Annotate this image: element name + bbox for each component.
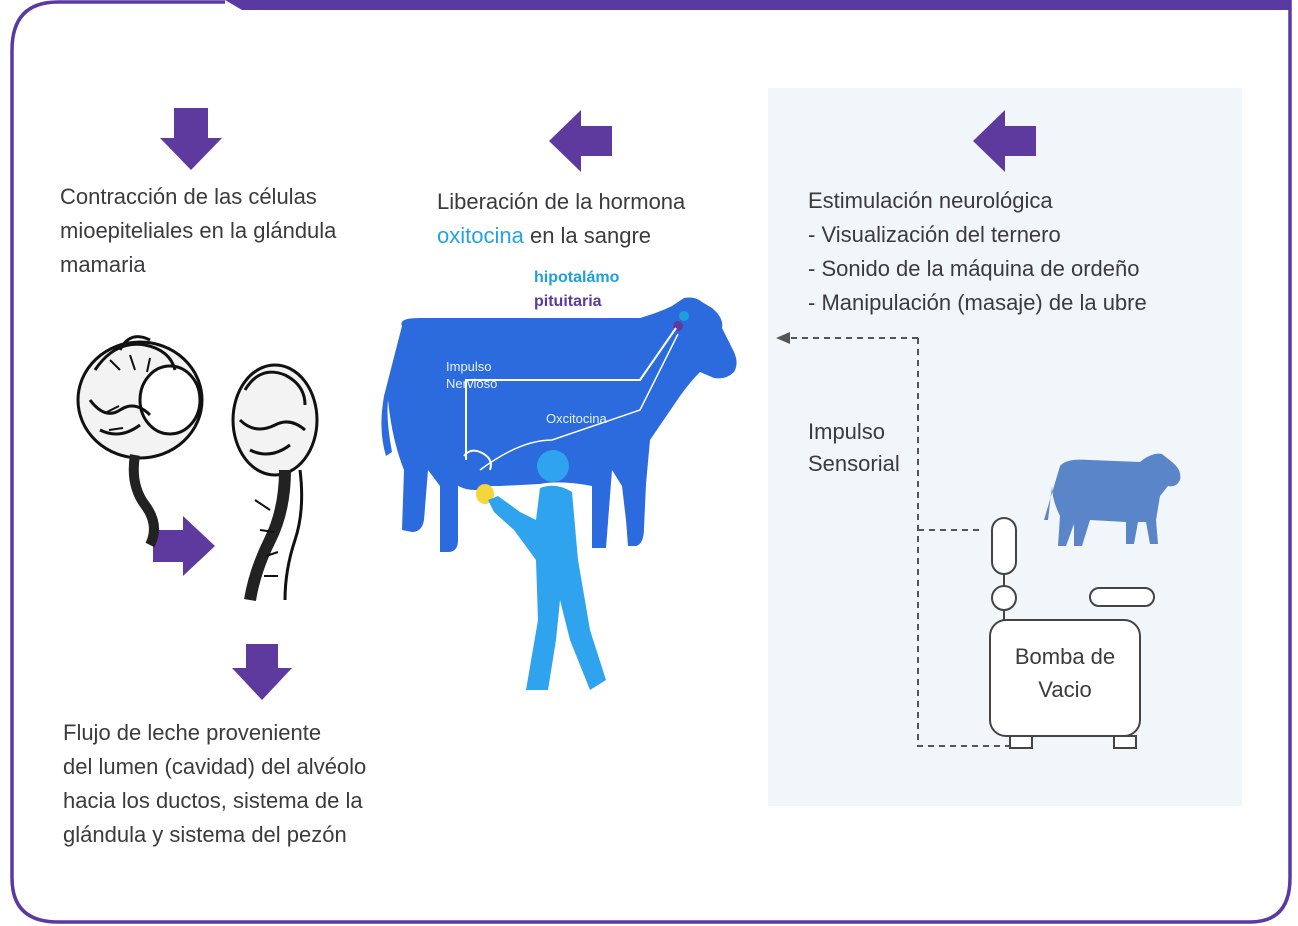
right-arrow-icon-alveolus (153, 516, 215, 576)
alveolus-relaxed-illustration (76, 335, 204, 548)
hypothalamus-dot (679, 311, 689, 321)
farmer-illustration (488, 450, 606, 690)
frame-top-tab (225, 0, 1290, 10)
sensory-impulse-label: Impulso Sensorial (808, 419, 900, 476)
left-arrow-icon-stimulation (973, 110, 1036, 172)
vacuum-pump-label: Bomba de Vacio (1014, 644, 1116, 702)
vacuum-pump-illustration (989, 517, 1155, 749)
hormone-release-line1: Liberación de la hormona (437, 189, 686, 214)
hypothalamus-label: hipotalámo (534, 269, 620, 286)
hormone-release-line2: en la sangre (523, 223, 652, 248)
calf-illustration (1044, 453, 1181, 546)
oxytocin-path-label: Oxcitocina (546, 411, 607, 426)
cow-illustration (381, 297, 737, 552)
oxytocin-highlight: oxitocina (437, 223, 524, 248)
stimulation-item: - Sonido de la máquina de ordeño (808, 256, 1140, 281)
milk-flow-text: Flujo de leche proveniente del lumen (ca… (63, 720, 367, 847)
sensory-impulse-path (790, 337, 1010, 747)
contraction-text: Contracción de las células mioepiteliale… (60, 184, 337, 277)
alveolus-contracted-illustration (231, 363, 319, 602)
stimulation-title: Estimulación neurológica (808, 188, 1053, 213)
nerve-impulse-path (463, 327, 679, 471)
pituitary-label: pituitaria (534, 293, 602, 310)
udder-highlight (476, 484, 494, 504)
down-arrow-icon-contraction (160, 108, 222, 170)
left-arrow-icon-hormone (549, 110, 612, 172)
stimulation-item: - Manipulación (masaje) de la ubre (808, 290, 1147, 315)
sensory-arrowhead (776, 332, 790, 344)
hormone-release-text: Liberación de la hormona oxitocina en la… (437, 185, 757, 253)
outer-frame (10, 0, 1292, 924)
stimulation-item: - Visualización del ternero (808, 222, 1061, 247)
nerve-impulse-label: Impulso Nervioso (446, 359, 498, 391)
stimulation-block: Estimulación neurológica - Visualización… (808, 184, 1248, 320)
down-arrow-icon-milk-flow (232, 644, 292, 700)
